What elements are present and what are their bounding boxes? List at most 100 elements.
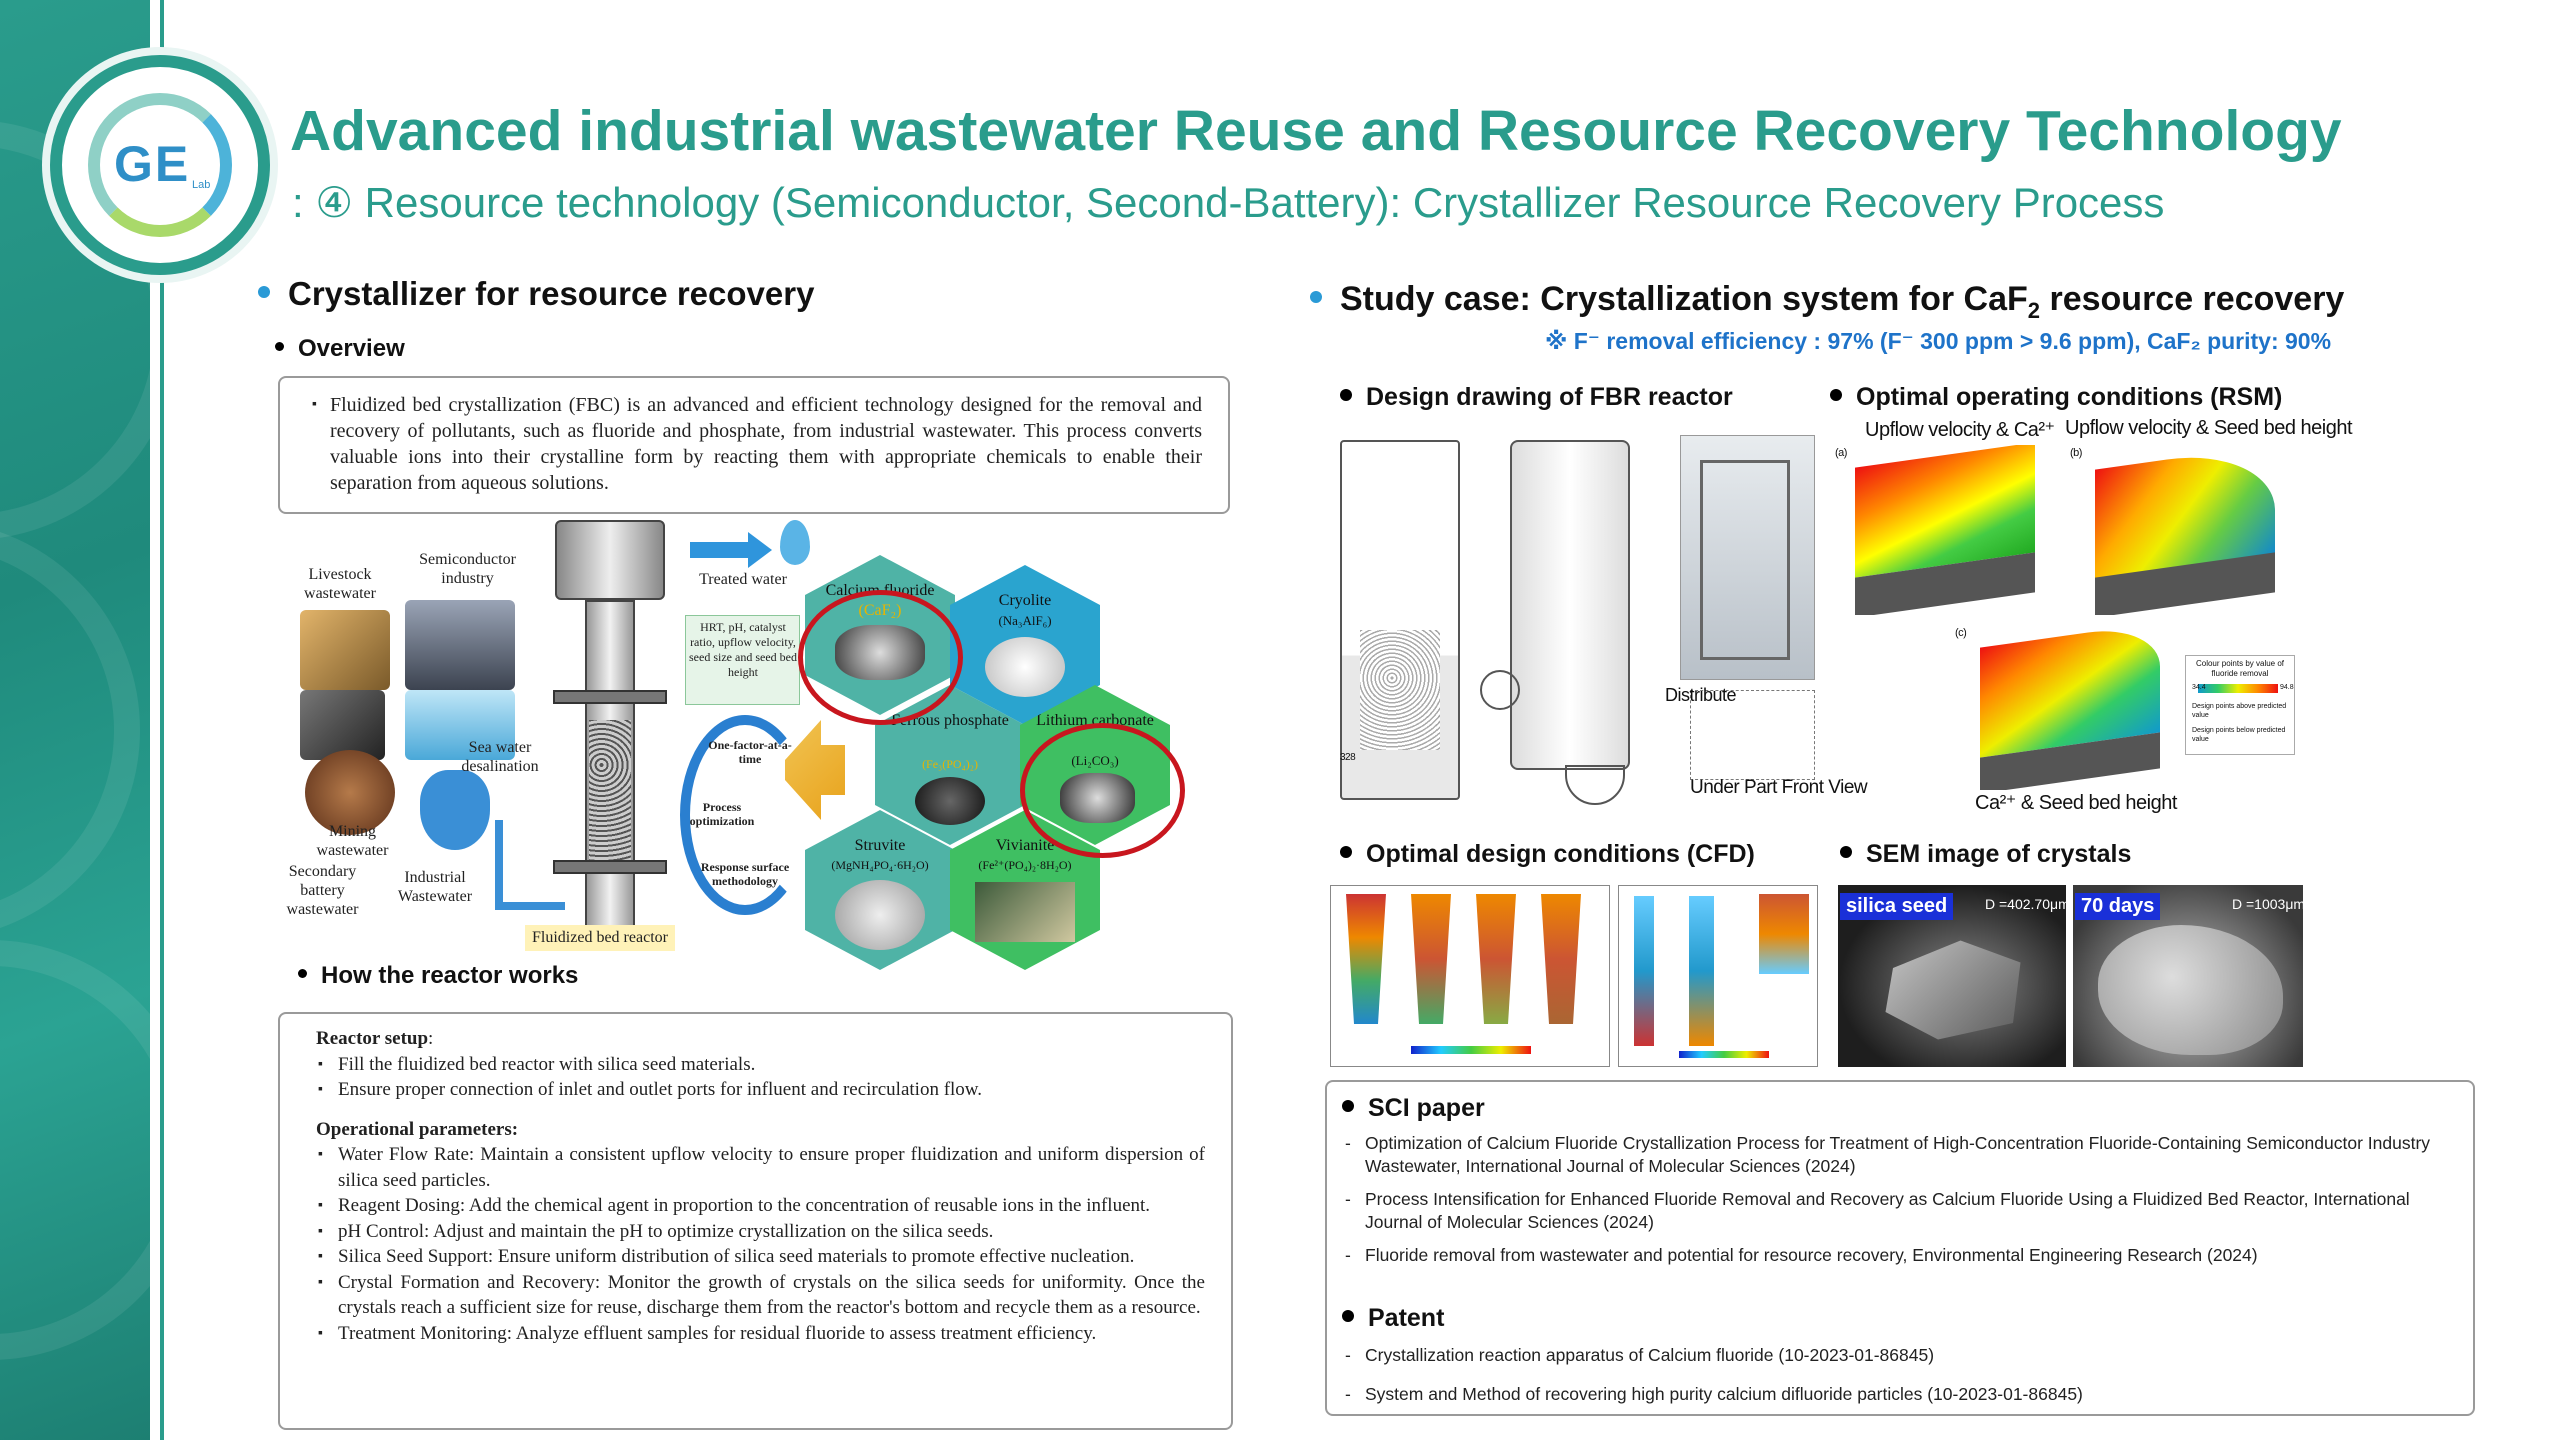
bullet-icon xyxy=(275,342,284,352)
source-label: Industrial Wastewater xyxy=(397,869,473,905)
list-item: Treatment Monitoring: Analyze effluent s… xyxy=(316,1321,1205,1347)
bullet-icon xyxy=(1840,846,1852,859)
wave-decoration xyxy=(0,940,150,1360)
cycle-arrow-icon xyxy=(680,715,810,915)
overview-box: Fluidized bed crystallization (FBC) is a… xyxy=(278,376,1230,514)
efficiency-note: ※ F⁻ removal efficiency : 97% (F⁻ 300 pp… xyxy=(1545,328,2332,354)
sem-tag-silica-seed: silica seed xyxy=(1840,893,1954,920)
page-title: Advanced industrial wastewater Reuse and… xyxy=(290,99,2342,163)
list-item: Water Flow Rate: Maintain a consistent u… xyxy=(316,1142,1205,1193)
list-item: Silica Seed Support: Ensure uniform dist… xyxy=(316,1244,1205,1270)
params-note: HRT, pH, catalyst ratio, upflow velocity… xyxy=(689,620,797,679)
bullet-icon xyxy=(298,969,307,979)
params-note-box xyxy=(685,615,800,705)
seawater-image xyxy=(405,690,515,760)
source-label: Mining wastewater xyxy=(316,823,389,859)
livestock-image xyxy=(300,610,390,690)
list-item: Process Intensification for Enhanced Flu… xyxy=(1341,1188,2463,1234)
cfd-heading: Optimal design conditions (CFD) xyxy=(1340,840,1755,869)
list-item: Optimization of Calcium Fluoride Crystal… xyxy=(1341,1132,2463,1178)
publications-box: SCI paper Optimization of Calcium Fluori… xyxy=(1325,1080,2475,1416)
reactor-works-text: Reactor setup: Fill the fluidized bed re… xyxy=(316,1026,1205,1346)
bullet-icon xyxy=(1830,389,1842,402)
list-item: Reagent Dosing: Add the chemical agent i… xyxy=(316,1193,1205,1219)
left-section-title: Crystallizer for resource recovery xyxy=(258,275,814,313)
sem-diameter-left: D =402.70μm xyxy=(1985,896,2070,912)
rsm-legend: Colour points by value of fluoride remov… xyxy=(2185,655,2295,755)
logo-sub: Lab xyxy=(192,179,211,191)
side-divider-accent xyxy=(160,0,164,1440)
fbr-drawing-image xyxy=(1330,430,1820,810)
semiconductor-image xyxy=(405,600,515,690)
sci-paper-list: Optimization of Calcium Fluoride Crystal… xyxy=(1341,1132,2463,1277)
cfd-image-2 xyxy=(1618,885,1818,1067)
cfd-image-1 xyxy=(1330,885,1610,1067)
treated-water-label: Treated water xyxy=(699,571,787,588)
product-hex-struvite: Struvite (MgNH₄PO₄·6H₂O) xyxy=(805,810,955,970)
sem-tag-70-days: 70 days xyxy=(2075,893,2161,920)
fbr-under-label: Under Part Front View xyxy=(1690,777,1868,798)
reactor-works-box: Reactor setup: Fill the fluidized bed re… xyxy=(278,1012,1233,1430)
reactor-setup-title: Reactor setup xyxy=(316,1028,429,1049)
water-drop-icon xyxy=(780,520,810,565)
logo-text: GE xyxy=(114,136,191,192)
reactor-flange xyxy=(553,860,667,874)
overview-text: Fluidized bed crystallization (FBC) is a… xyxy=(312,392,1202,496)
source-label: Semiconductor industry xyxy=(419,551,516,587)
page-subtitle: : ④ Resource technology (Semiconductor, … xyxy=(292,179,2165,226)
rsm-heading: Optimal operating conditions (RSM) xyxy=(1830,383,2282,412)
rsm-plot-a: (a) xyxy=(1835,445,2045,615)
list-item: pH Control: Adjust and maintain the pH t… xyxy=(316,1219,1205,1245)
patent-heading: Patent xyxy=(1342,1304,1444,1333)
patent-list: Crystallization reaction apparatus of Ca… xyxy=(1341,1344,2463,1416)
bullet-icon xyxy=(1342,1100,1354,1113)
source-label: Sea water desalination xyxy=(461,739,539,775)
wave-decoration xyxy=(0,520,140,940)
bullet-icon xyxy=(1310,291,1322,304)
highlight-ring xyxy=(1020,723,1185,858)
rsm-c-label: Ca²⁺ & Seed bed height xyxy=(1975,792,2177,814)
list-item: Fluoride removal from wastewater and pot… xyxy=(1341,1244,2463,1267)
fbr-drawing-heading: Design drawing of FBR reactor xyxy=(1340,383,1733,412)
fbr-dimension-label: 328 xyxy=(1340,752,1356,763)
reactor-setup-colon: : xyxy=(428,1028,434,1049)
rsm-plot-c: (c) xyxy=(1955,625,2170,790)
mining-image xyxy=(305,750,395,835)
sem-image-70-days xyxy=(2073,885,2303,1067)
ge-lab-logo: GE Lab xyxy=(50,55,270,275)
reactor-label: Fluidized bed reactor xyxy=(532,929,668,946)
list-item: System and Method of recovering high pur… xyxy=(1341,1383,2463,1406)
overview-heading: Overview xyxy=(275,335,405,363)
list-item: Crystal Formation and Recovery: Monitor … xyxy=(316,1270,1205,1321)
operational-params-title: Operational parameters: xyxy=(316,1118,519,1140)
arrow-head-icon xyxy=(748,532,772,568)
cycle-step: One-factor-at-a-time xyxy=(708,738,792,766)
bullet-icon xyxy=(258,286,270,299)
rsm-b-label: Upflow velocity & Seed bed height xyxy=(2065,417,2353,439)
product-hex-vivianite: Vivianite (Fe²⁺(PO₄)₂·8H₂O) xyxy=(950,810,1100,970)
seed-bed xyxy=(589,720,631,870)
source-label: Secondary battery wastewater xyxy=(286,863,359,918)
rsm-plot-b: (b) xyxy=(2070,445,2285,615)
list-item: Crystallization reaction apparatus of Ca… xyxy=(1341,1344,2463,1367)
reactor-flange xyxy=(553,690,667,704)
reactor-label-bg xyxy=(525,925,675,951)
sci-paper-heading: SCI paper xyxy=(1342,1094,1485,1123)
sem-diameter-right: D =1003μm xyxy=(2232,896,2306,912)
side-divider xyxy=(150,0,160,1440)
fbc-process-figure: Livestock wastewater Semiconductor indus… xyxy=(285,520,1190,970)
fbr-distribute-label: Distribute xyxy=(1665,685,1737,705)
reactor-top xyxy=(555,520,665,600)
list-item: Fill the fluidized bed reactor with sili… xyxy=(316,1052,1205,1078)
source-label: Livestock wastewater xyxy=(304,566,376,602)
right-section-title: Study case: Crystallization system for C… xyxy=(1310,280,2344,324)
sem-heading: SEM image of crystals xyxy=(1840,840,2131,869)
bullet-icon xyxy=(1340,846,1352,859)
bullet-icon xyxy=(1340,389,1352,402)
bullet-icon xyxy=(1342,1310,1354,1323)
highlight-ring xyxy=(798,590,963,725)
cycle-step: Process optimization xyxy=(689,800,755,828)
arrow-right-icon xyxy=(690,542,750,558)
industry-image xyxy=(300,690,385,760)
how-reactor-works-heading: How the reactor works xyxy=(298,962,578,990)
